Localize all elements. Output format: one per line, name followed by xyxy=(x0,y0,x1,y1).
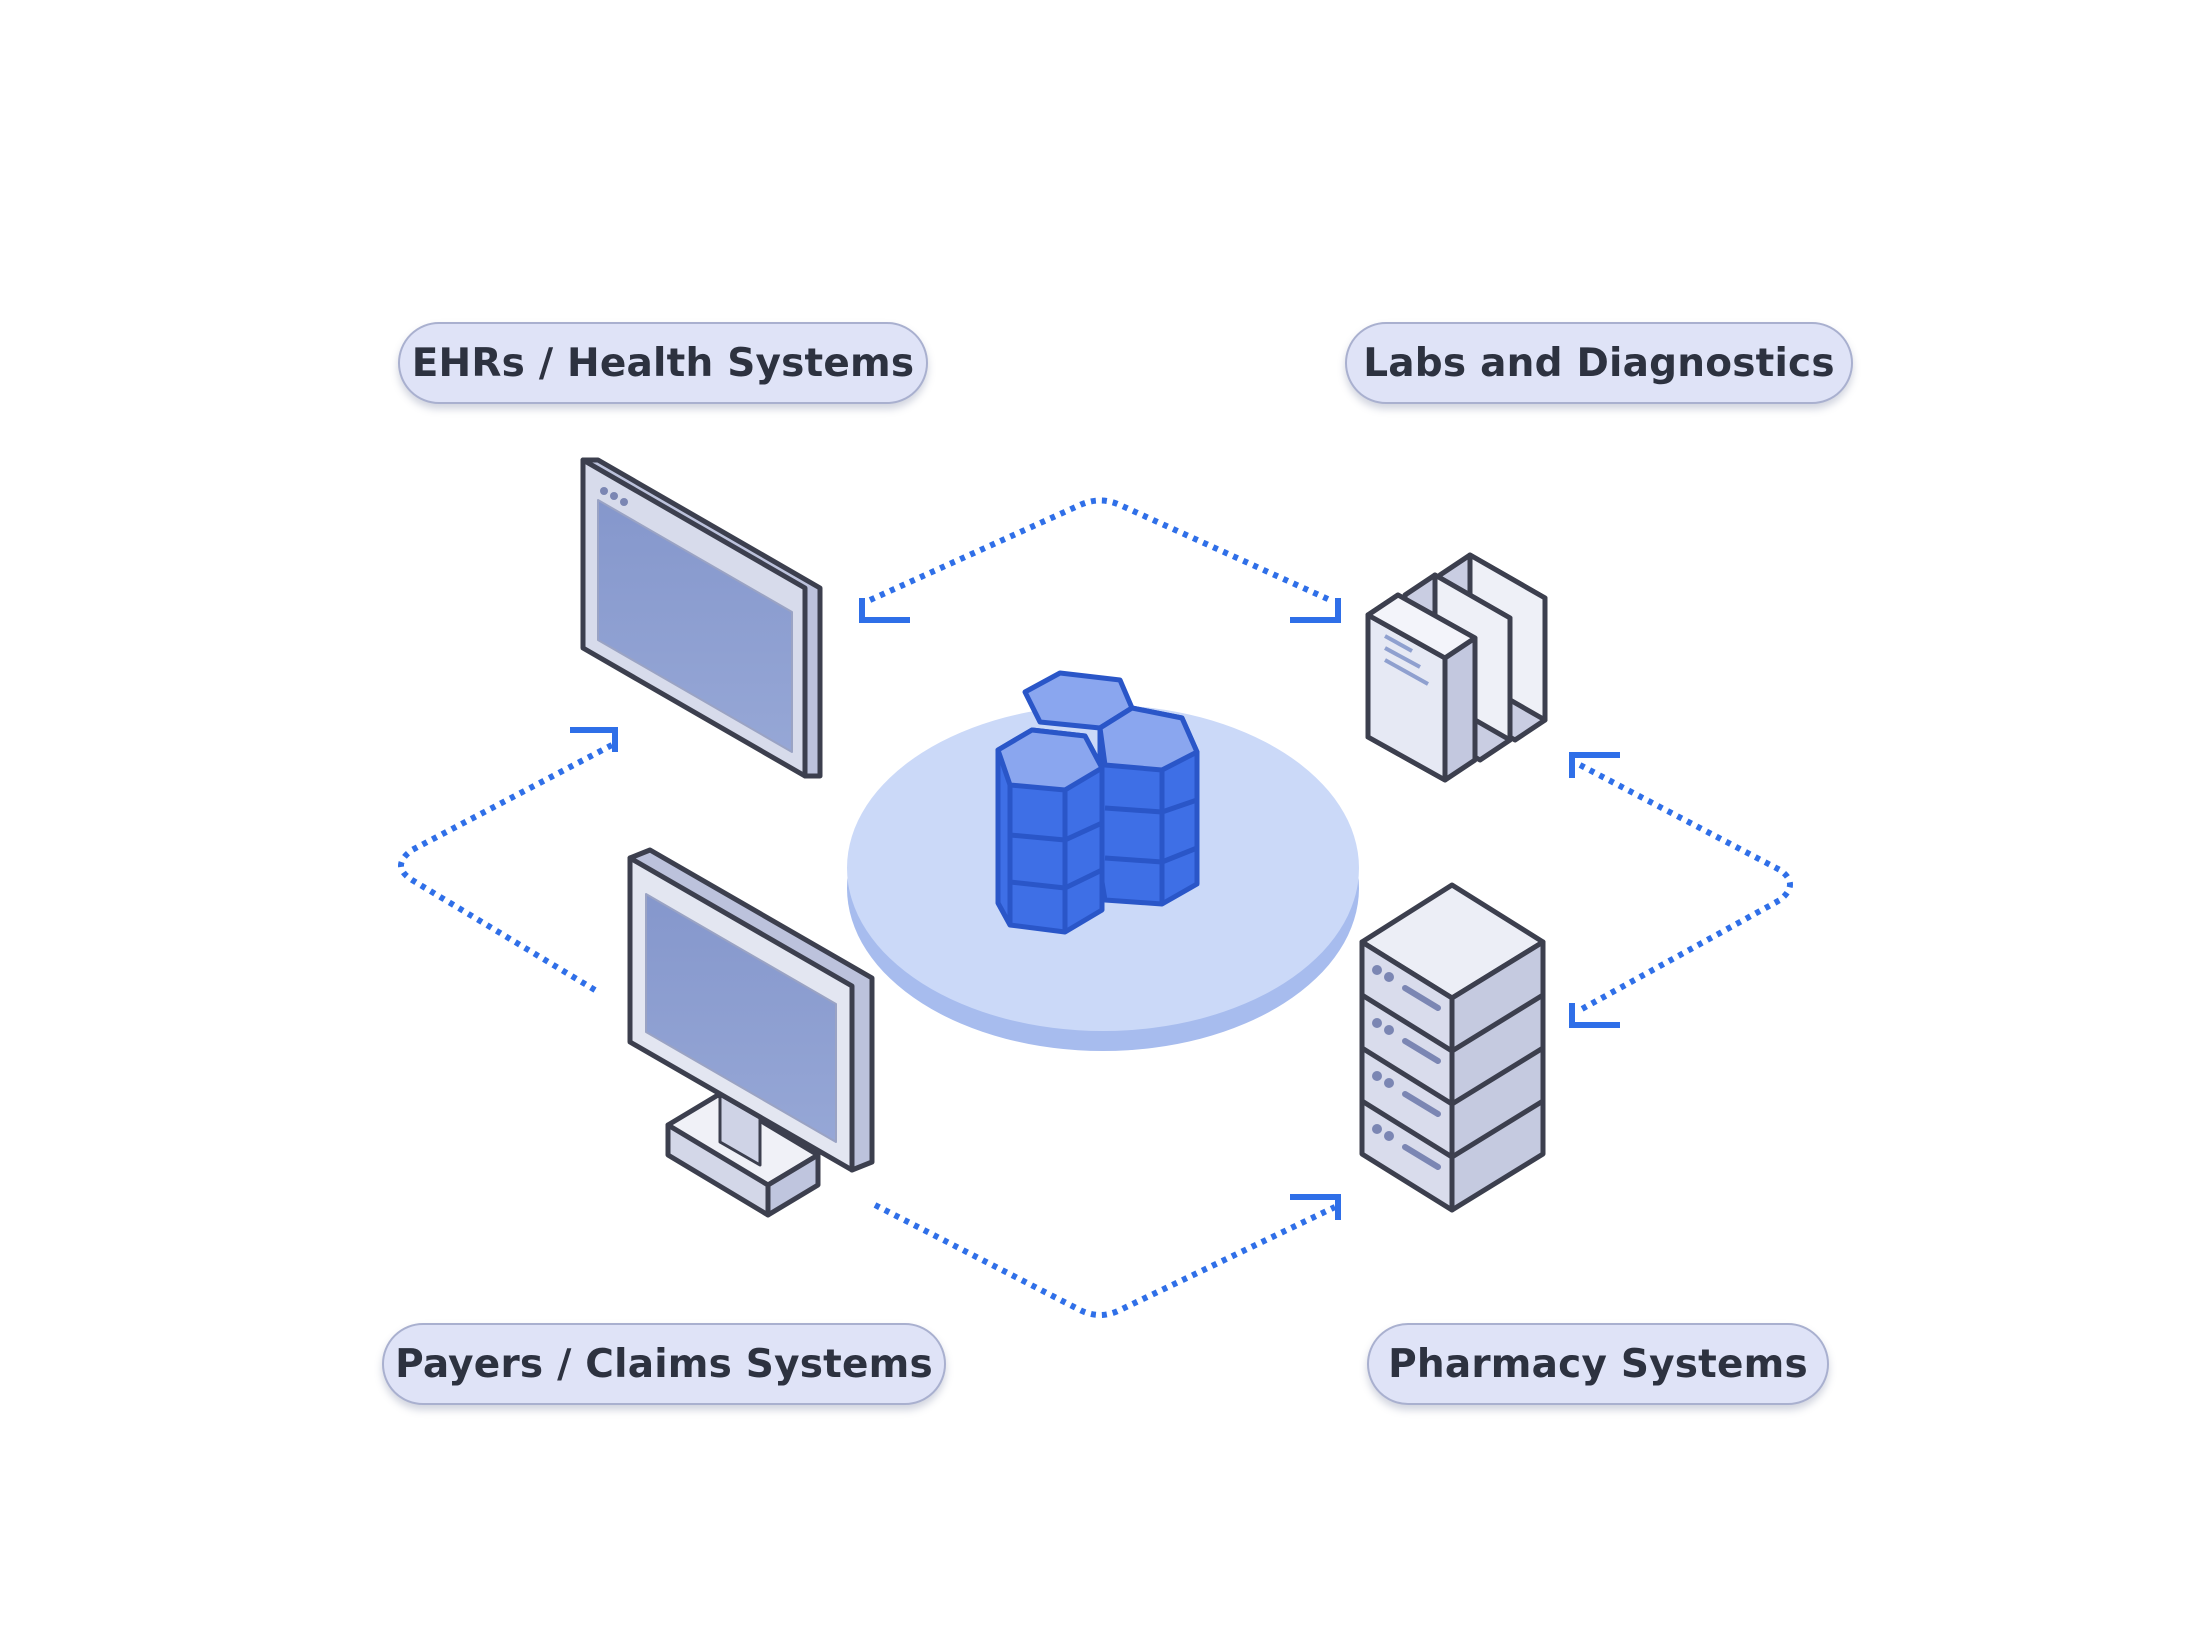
labs-label-pill: Labs and Diagnostics xyxy=(1345,322,1853,404)
pharmacy-label: Pharmacy Systems xyxy=(1388,1341,1808,1387)
payers-label-pill: Payers / Claims Systems xyxy=(382,1323,946,1405)
connector-right xyxy=(1578,762,1793,1013)
ehr-label: EHRs / Health Systems xyxy=(411,340,915,386)
arrowhead-left-icon xyxy=(570,727,618,752)
document-stack-icon xyxy=(1365,552,1548,783)
payers-label: Payers / Claims Systems xyxy=(395,1341,933,1387)
connector-top xyxy=(868,497,1332,603)
hexagon-data-cluster-icon xyxy=(995,670,1200,935)
arrowhead-right-bottom-icon xyxy=(1569,1003,1620,1028)
connector-bottom xyxy=(873,1202,1337,1318)
arrowhead-bottom-icon xyxy=(1290,1194,1341,1220)
desktop-computer-icon xyxy=(627,847,875,1218)
arrowhead-right-top-icon xyxy=(1569,752,1620,778)
monitor-icon xyxy=(580,457,823,779)
arrowhead-top-right-icon xyxy=(1290,598,1341,623)
connector-left xyxy=(398,742,614,996)
labs-label: Labs and Diagnostics xyxy=(1363,340,1835,386)
pharmacy-label-pill: Pharmacy Systems xyxy=(1367,1323,1829,1405)
ehr-label-pill: EHRs / Health Systems xyxy=(398,322,928,404)
arrowhead-top-left-icon xyxy=(859,598,910,623)
server-rack-icon xyxy=(1359,882,1546,1213)
